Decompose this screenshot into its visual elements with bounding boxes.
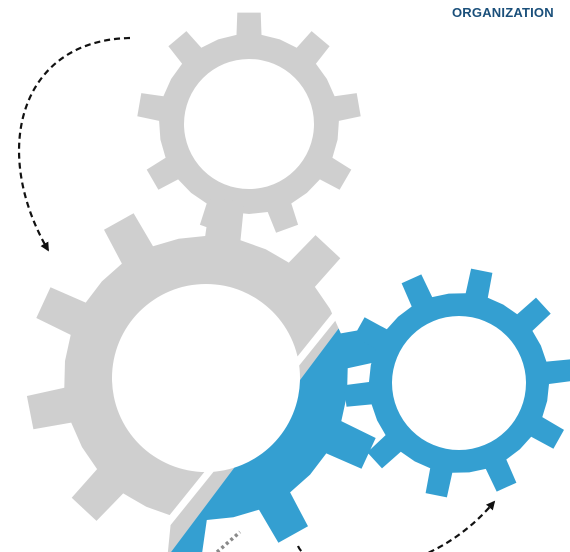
gear-split-line [147, 279, 365, 548]
small-gray-gear [137, 12, 361, 233]
bottom-dotted-arrow [214, 530, 242, 552]
medium-blue-gear [344, 268, 570, 498]
top-left-curved-arrow [18, 36, 131, 252]
bottom-right-curved-arrow [296, 500, 496, 552]
large-split-gear [26, 198, 386, 552]
caption-label: ORGANIZATION [452, 5, 554, 20]
